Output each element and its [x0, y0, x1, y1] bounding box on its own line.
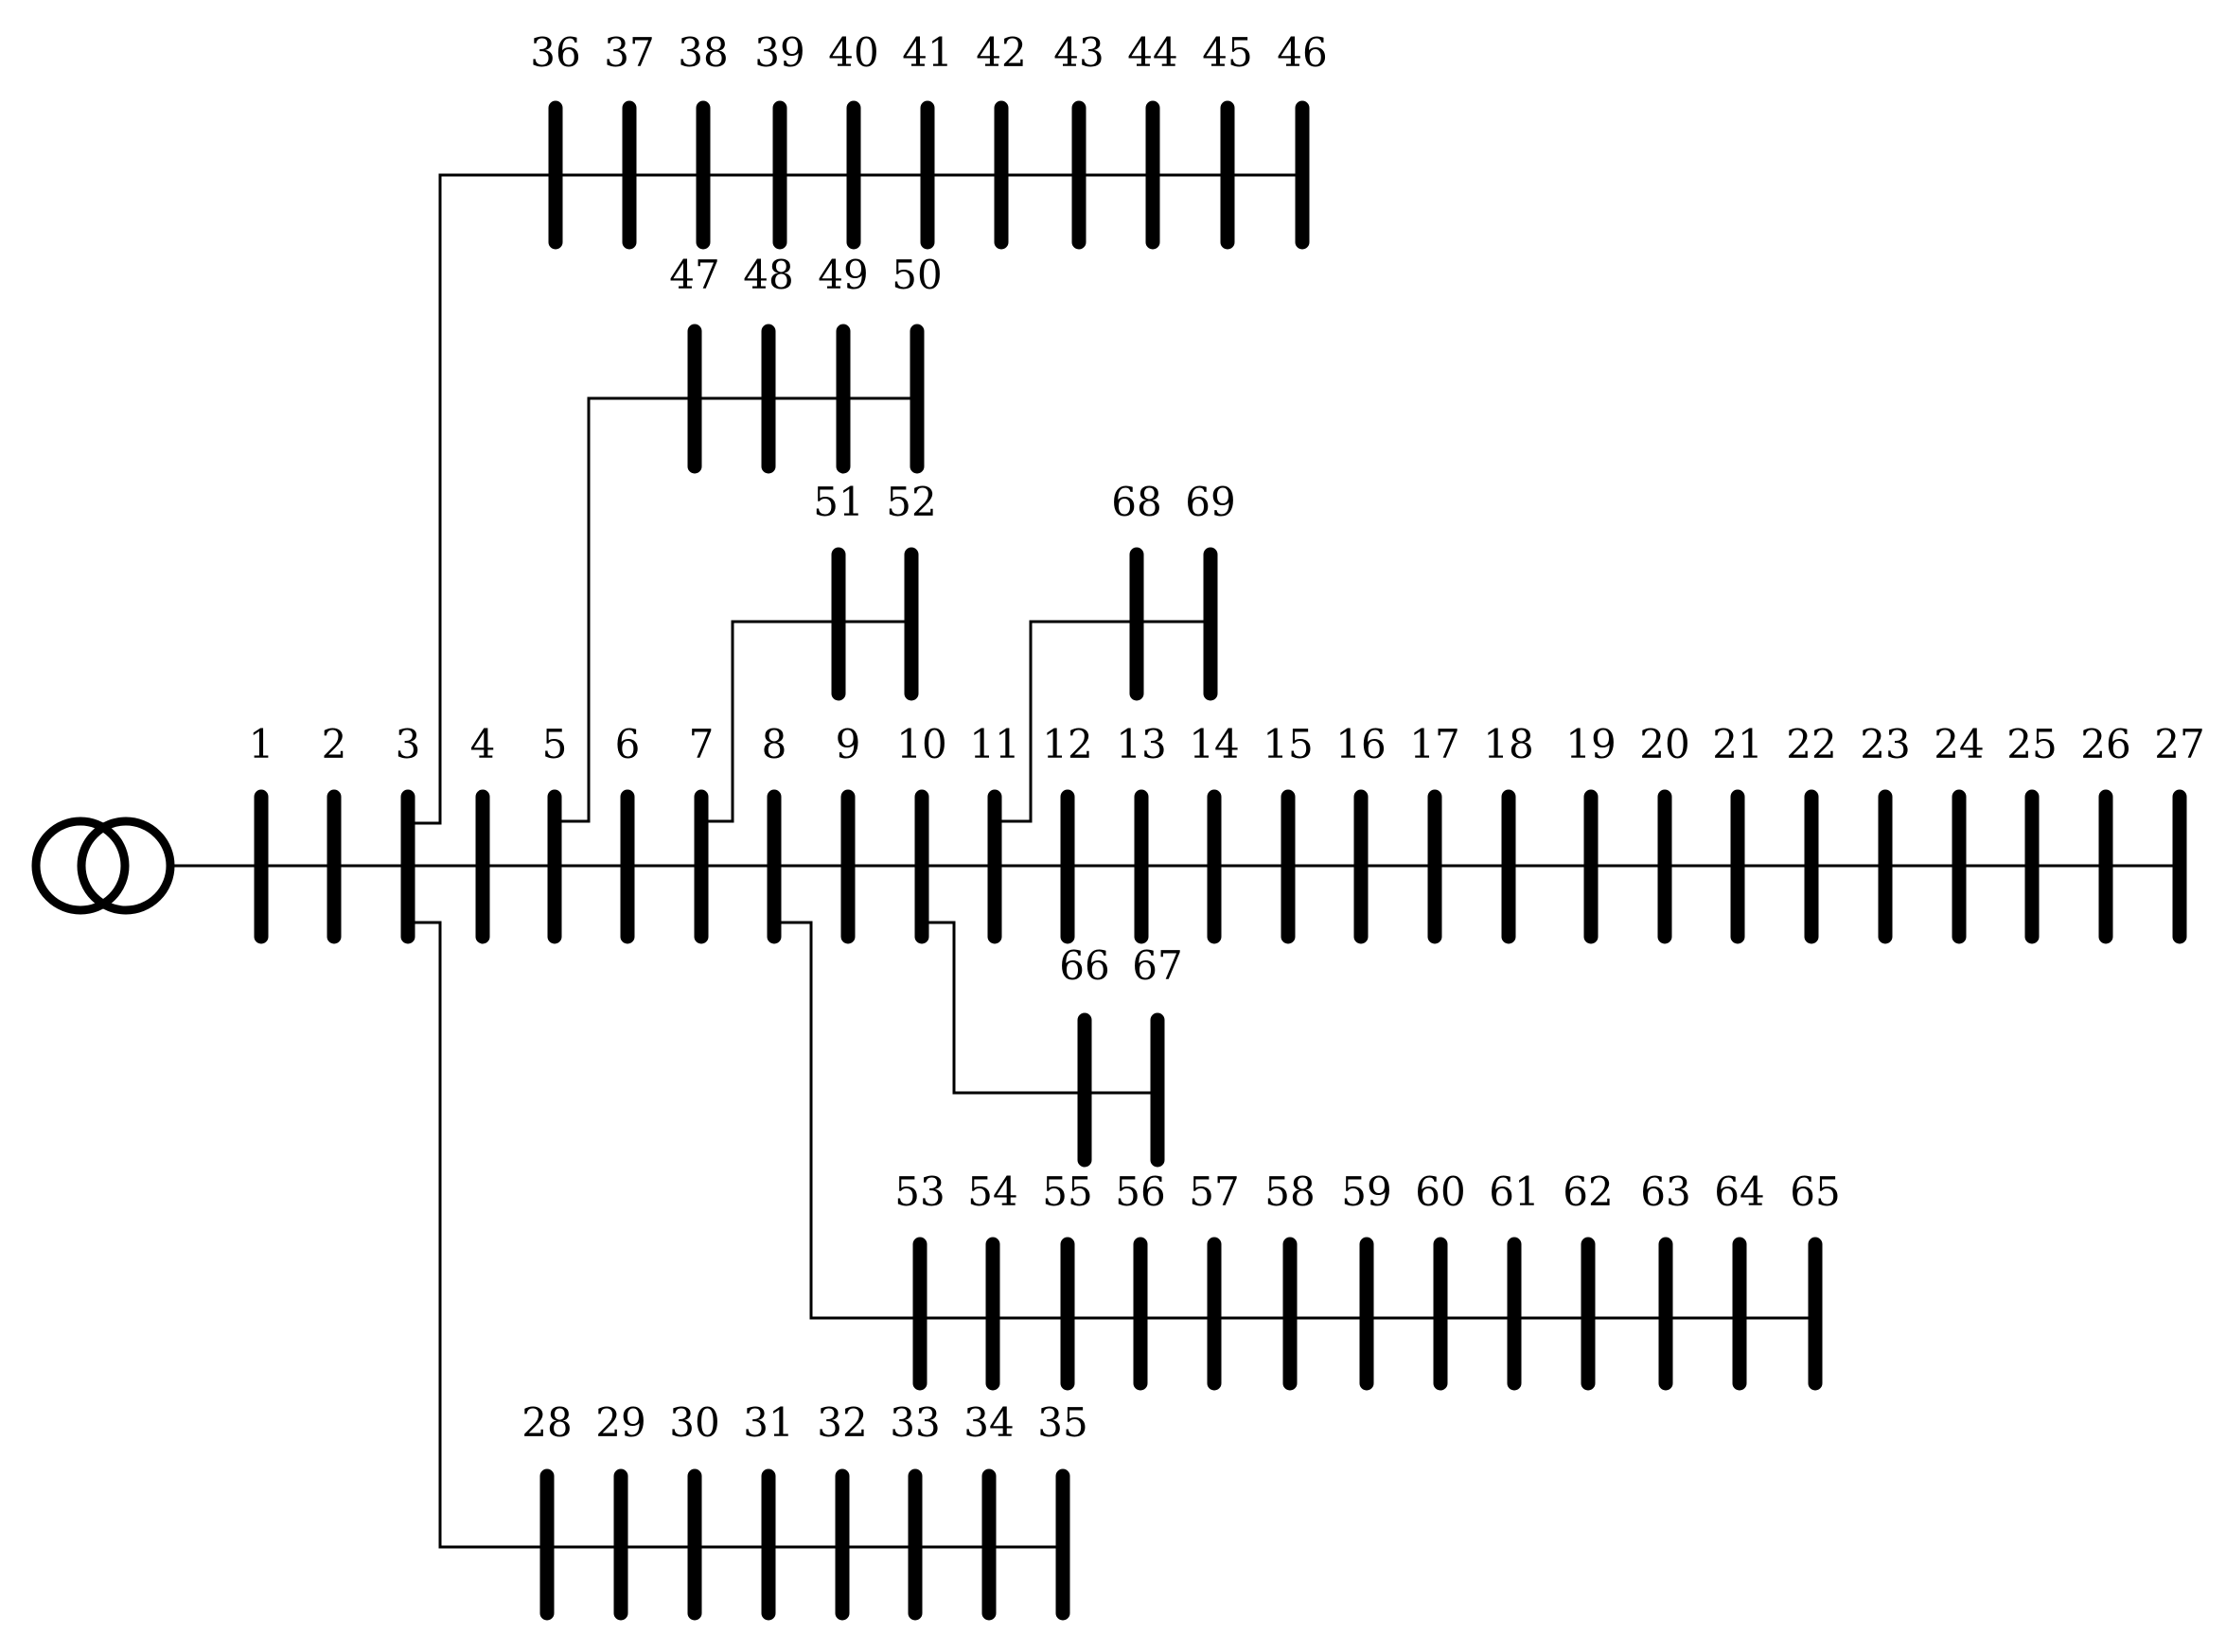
bus-label-61: 61 [1489, 1169, 1539, 1215]
bus-label-46: 46 [1277, 29, 1327, 76]
bus-label-59: 59 [1341, 1169, 1391, 1215]
bus-label-66: 66 [1059, 942, 1109, 989]
bus-label-3: 3 [396, 721, 421, 767]
bus-label-6: 6 [615, 721, 641, 767]
bus-label-42: 42 [976, 29, 1026, 76]
bus-label-60: 60 [1415, 1169, 1465, 1215]
bus-label-39: 39 [754, 29, 804, 76]
bus-label-69: 69 [1185, 479, 1235, 525]
bus-label-2: 2 [322, 721, 347, 767]
bus-label-23: 23 [1860, 721, 1910, 767]
bus-label-28: 28 [521, 1399, 572, 1446]
feeder-line [922, 921, 1085, 1095]
bus-label-13: 13 [1116, 721, 1166, 767]
transformer-icon [31, 817, 175, 915]
bus-label-18: 18 [1483, 721, 1533, 767]
bus-label-8: 8 [762, 721, 787, 767]
bus-bars [254, 100, 2187, 1621]
bus-label-40: 40 [828, 29, 878, 76]
bus-label-25: 25 [2006, 721, 2057, 767]
bus-label-49: 49 [818, 252, 868, 298]
bus-label-15: 15 [1263, 721, 1313, 767]
bus-label-1: 1 [249, 721, 274, 767]
bus-label-41: 41 [902, 29, 952, 76]
bus-label-62: 62 [1563, 1169, 1613, 1215]
bus-label-68: 68 [1111, 479, 1161, 525]
bus-label-5: 5 [542, 721, 568, 767]
bus-label-30: 30 [669, 1399, 719, 1446]
bus-label-58: 58 [1264, 1169, 1315, 1215]
bus-label-17: 17 [1409, 721, 1459, 767]
bus-label-43: 43 [1053, 29, 1104, 76]
feeder-line [408, 921, 547, 1549]
feeder-line [555, 396, 695, 823]
bus-label-34: 34 [963, 1399, 1014, 1446]
bus-label-26: 26 [2080, 721, 2130, 767]
bus-label-44: 44 [1127, 29, 1177, 76]
bus-label-16: 16 [1335, 721, 1386, 767]
bus-label-56: 56 [1115, 1169, 1165, 1215]
bus-label-12: 12 [1042, 721, 1092, 767]
bus-label-51: 51 [813, 479, 863, 525]
bus-label-55: 55 [1042, 1169, 1092, 1215]
bus-label-24: 24 [1934, 721, 1984, 767]
bus-label-52: 52 [886, 479, 936, 525]
bus-label-36: 36 [530, 29, 580, 76]
bus-label-38: 38 [678, 29, 728, 76]
bus-label-21: 21 [1712, 721, 1762, 767]
bus-label-37: 37 [604, 29, 654, 76]
bus-label-67: 67 [1132, 942, 1182, 989]
bus-label-29: 29 [595, 1399, 645, 1446]
bus-label-14: 14 [1189, 721, 1239, 767]
bus-label-7: 7 [689, 721, 715, 767]
feeder-line [408, 173, 556, 825]
bus-label-50: 50 [892, 252, 942, 298]
bus-label-31: 31 [743, 1399, 793, 1446]
bus-label-64: 64 [1714, 1169, 1764, 1215]
bus-label-19: 19 [1565, 721, 1616, 767]
bus-label-27: 27 [2154, 721, 2204, 767]
bus-label-33: 33 [890, 1399, 940, 1446]
bus-label-65: 65 [1790, 1169, 1840, 1215]
feeder-line [774, 921, 920, 1320]
bus-label-57: 57 [1189, 1169, 1239, 1215]
bus-label-53: 53 [894, 1169, 945, 1215]
feeder-line [995, 620, 1137, 823]
bus-label-45: 45 [1202, 29, 1252, 76]
bus-label-10: 10 [896, 721, 946, 767]
feeder-line [701, 620, 839, 823]
bus-label-22: 22 [1786, 721, 1836, 767]
bus-label-11: 11 [969, 721, 1019, 767]
bus-label-20: 20 [1639, 721, 1689, 767]
bus-label-47: 47 [669, 252, 719, 298]
bus-label-35: 35 [1037, 1399, 1087, 1446]
bus-label-48: 48 [743, 252, 793, 298]
bus-label-32: 32 [817, 1399, 867, 1446]
bus-label-54: 54 [967, 1169, 1017, 1215]
bus-label-9: 9 [836, 721, 861, 767]
bus-label-63: 63 [1640, 1169, 1690, 1215]
bus-label-4: 4 [470, 721, 496, 767]
